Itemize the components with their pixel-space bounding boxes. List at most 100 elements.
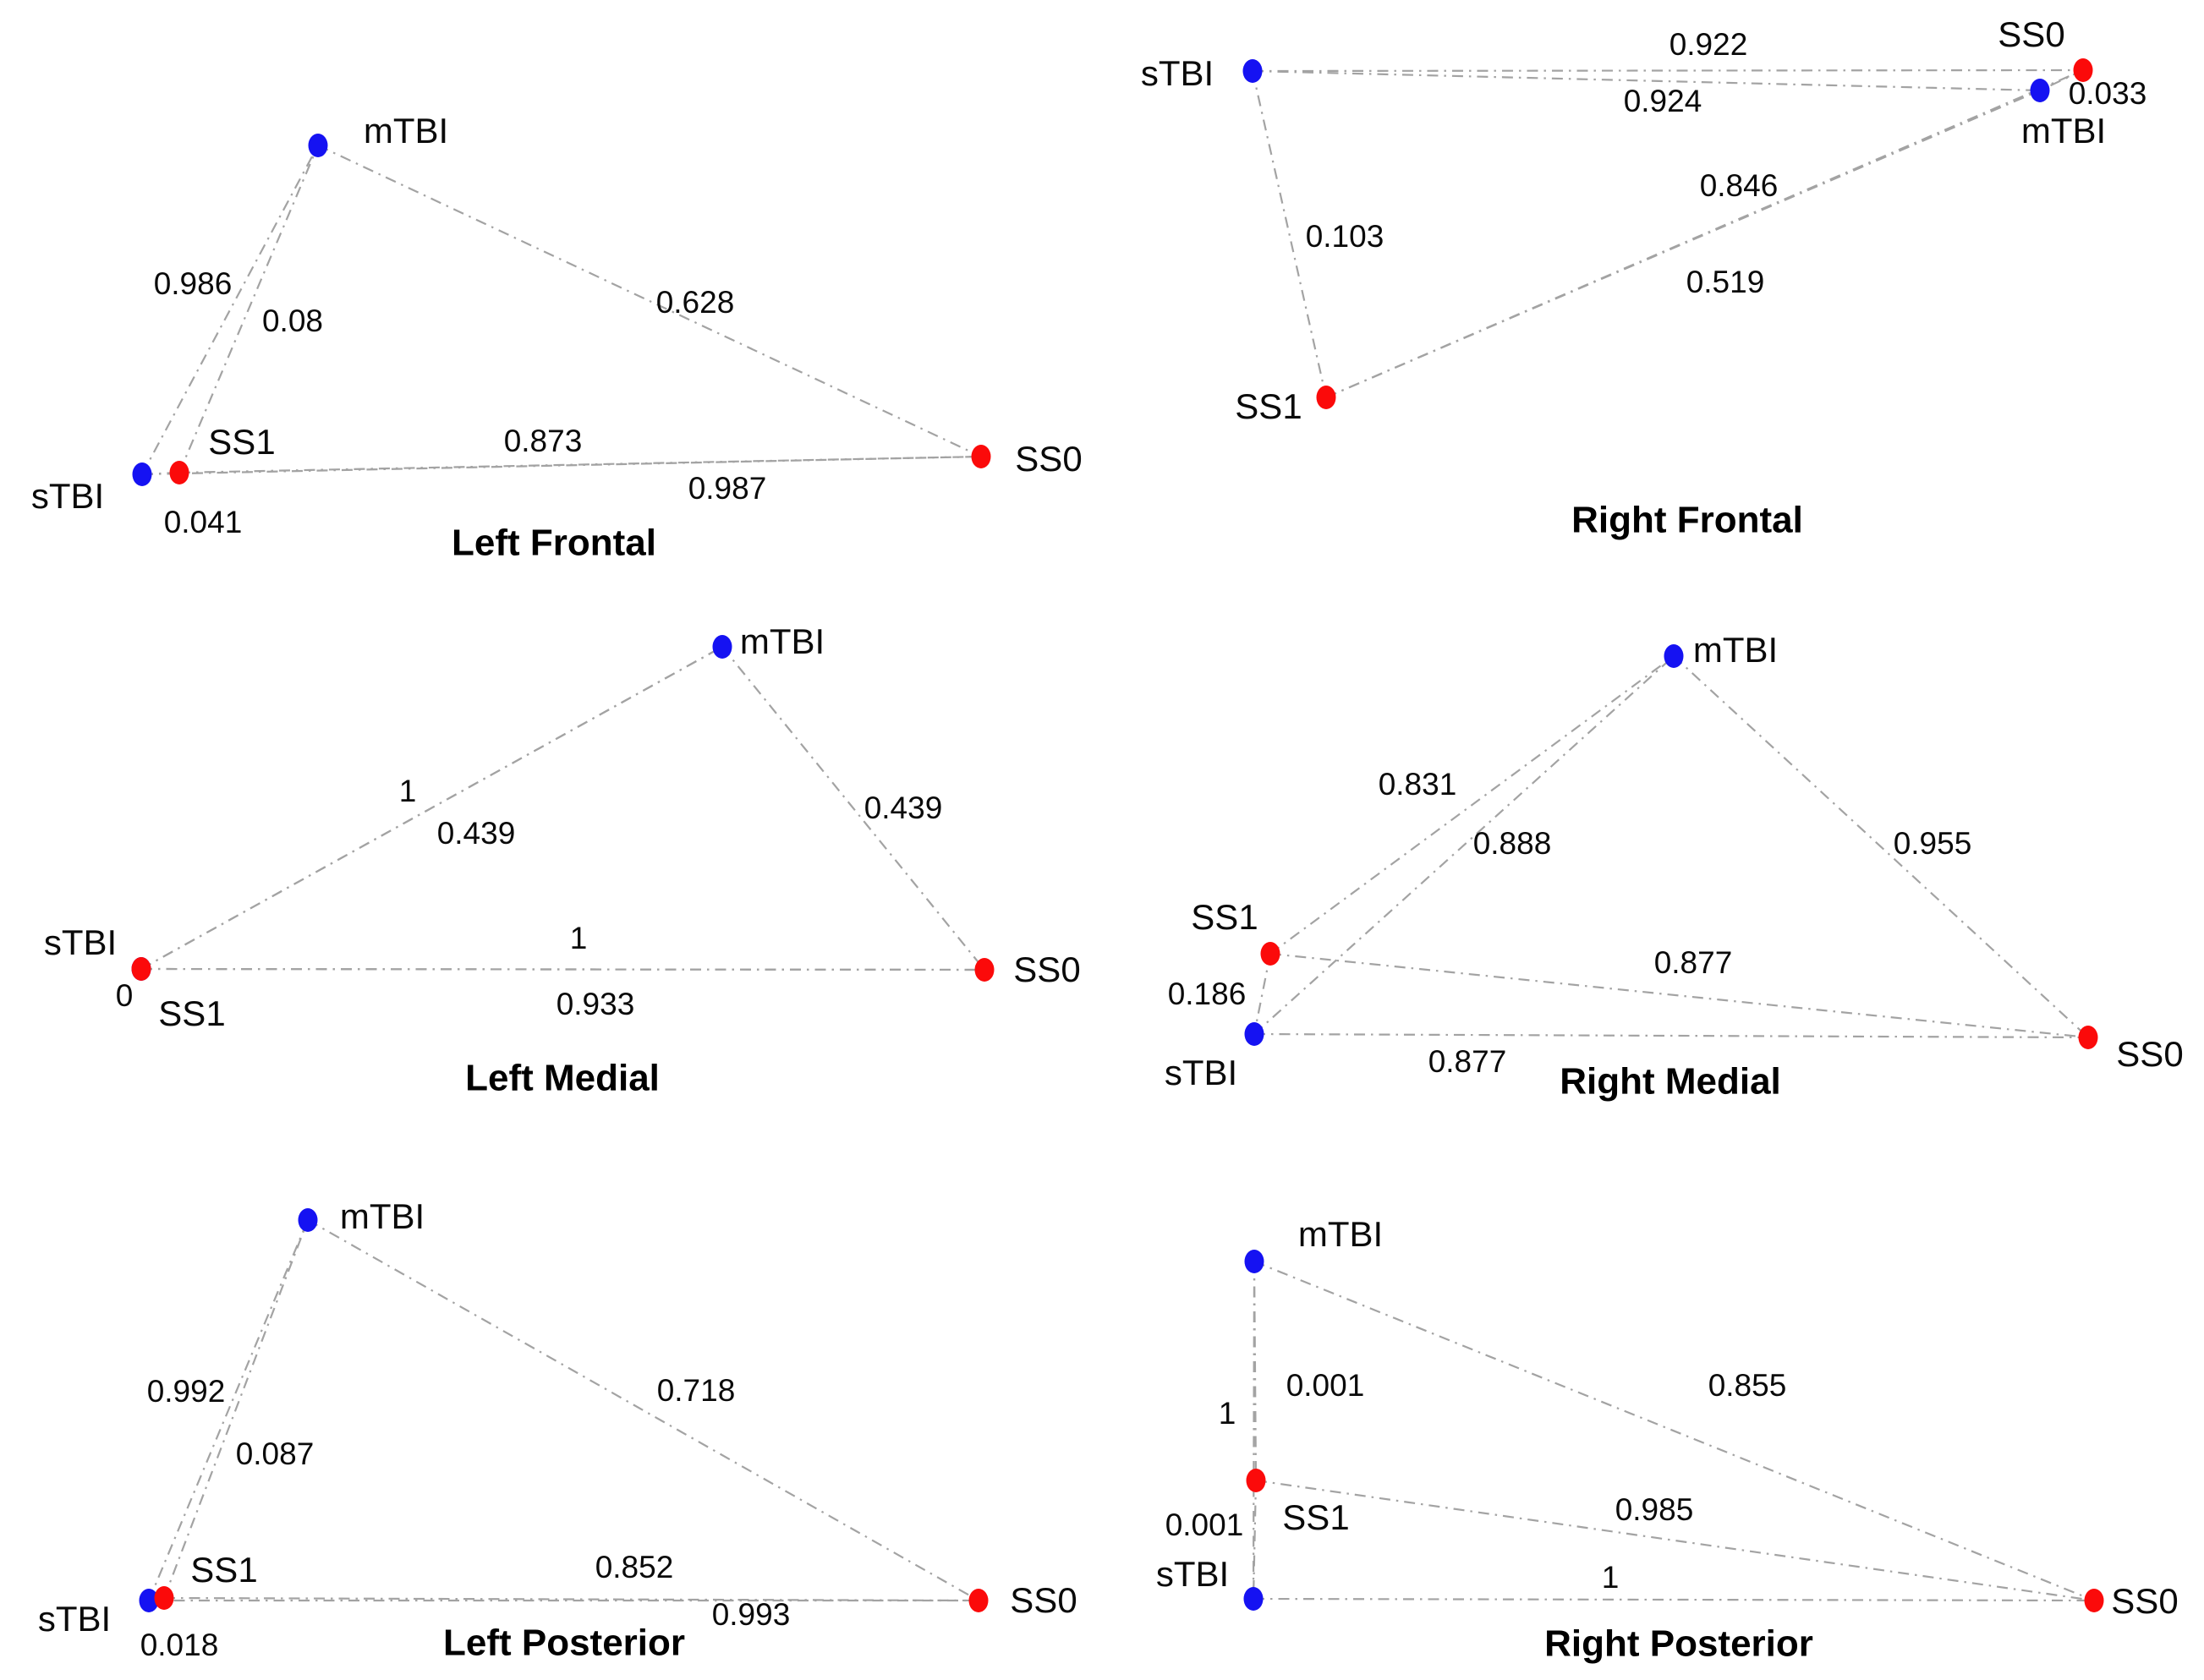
right-frontal-edge-label-SS1-SS0: 0.846 [1700,168,1779,203]
left-posterior-edge-mTBI-SS0 [307,1219,979,1601]
left-medial-edge-label-sTBI-mTBI: 1 [399,774,417,808]
left-frontal-edge-SS1-SS0 [178,455,982,474]
right-posterior-node-label-sTBI: sTBI [1156,1554,1229,1594]
left-medial-node-mTBI [712,635,732,659]
left-frontal-edge-label-SS1-mTBI: 0.08 [262,304,323,338]
right-frontal-node-mTBI [2030,79,2050,102]
right-medial-edge-mTBI-SS0 [1673,655,2089,1038]
right-posterior-edge-sTBI-SS0 [1253,1597,2095,1602]
left-medial-node-label-sTBI: sTBI [44,922,117,962]
panel-left-posterior: mTBIsTBISS1SS00.9920.0870.0180.8520.9930… [38,1196,1077,1664]
panel-right-posterior: mTBISS1sTBISS00.00110.0010.8550.9851Righ… [1156,1214,2179,1665]
left-medial-node-SS1 [131,957,151,981]
left-medial-edge-label-sTBI-SS1: 0 [116,978,134,1013]
left-frontal-edge-label-sTBI-mTBI: 0.986 [154,266,233,301]
left-posterior-edge-label-sTBI-SS1: 0.018 [140,1628,219,1662]
right-medial-title: Right Medial [1560,1061,1781,1103]
right-medial-node-SS1 [1260,942,1280,966]
right-posterior-title: Right Posterior [1544,1623,1813,1665]
left-medial-edge-mTBI-SS0 [721,646,985,971]
left-frontal-node-mTBI [308,134,328,157]
right-posterior-edge-mTBI-sTBI [1252,1261,1256,1600]
left-frontal-node-SS0 [971,445,991,468]
right-posterior-edge-label-sTBI-SS0: 1 [1602,1560,1620,1595]
right-posterior-edge-label-SS1-sTBI: 0.001 [1165,1508,1244,1542]
right-medial-edge-label-mTBI-SS0: 0.955 [1894,826,1972,861]
right-posterior-node-label-SS1: SS1 [1282,1497,1349,1537]
left-frontal-edge-mTBI-SS0 [317,145,982,457]
left-frontal-edge-label-SS1-SS0: 0.987 [688,471,767,506]
left-frontal-title: Left Frontal [452,523,656,564]
right-posterior-edge-SS1-SS0 [1255,1479,2095,1602]
right-posterior-node-SS0 [2084,1589,2104,1612]
left-frontal-edge-label-sTBI-SS0: 0.873 [504,424,583,458]
right-medial-edge-SS1-sTBI [1253,953,1272,1035]
right-posterior-edge-SS1-sTBI [1252,1480,1258,1600]
left-frontal-edge-sTBI-SS0 [141,455,982,476]
left-posterior-node-label-mTBI: mTBI [340,1196,425,1236]
left-posterior-node-label-SS1: SS1 [190,1550,257,1590]
right-medial-edge-label-SS1-SS0: 0.877 [1654,945,1733,980]
left-frontal-node-label-SS0: SS0 [1015,439,1082,479]
left-frontal-node-label-sTBI: sTBI [31,476,104,516]
left-posterior-edge-sTBI-mTBI [147,1219,310,1601]
left-posterior-node-sTBI [139,1589,159,1612]
right-frontal-edge-sTBI-SS0 [1252,68,2084,73]
left-medial-edge-label-sTBI-SS0: 1 [570,921,588,955]
right-medial-edge-label-SS1-mTBI: 0.831 [1379,767,1457,802]
left-frontal-node-SS1 [169,461,189,484]
left-posterior-edge-SS1-mTBI [162,1219,310,1599]
right-medial-edge-label-SS1-sTBI: 0.186 [1168,977,1247,1011]
right-medial-node-label-SS0: SS0 [2116,1034,2183,1074]
right-frontal-title: Right Frontal [1571,500,1803,541]
right-posterior-edge-mTBI-SS0 [1253,1260,2095,1602]
right-medial-edge-SS1-mTBI [1269,655,1675,955]
right-posterior-edge-label-mTBI-sTBI: 1 [1219,1396,1236,1431]
right-frontal-node-SS1 [1316,386,1336,409]
left-medial-edge-label-SS1-mTBI: 0.439 [437,816,516,851]
right-frontal-node-SS0 [2073,58,2093,82]
left-medial-title: Left Medial [465,1058,660,1099]
right-medial-edge-label-sTBI-SS0: 0.877 [1428,1044,1507,1079]
right-medial-node-SS0 [2078,1026,2098,1049]
left-medial-edge-label-mTBI-SS0: 0.439 [864,791,943,825]
left-posterior-node-label-sTBI: sTBI [38,1599,111,1639]
right-frontal-edge-sTBI-mTBI [1252,69,2041,92]
right-frontal-node-label-SS1: SS1 [1235,386,1302,426]
right-posterior-node-label-mTBI: mTBI [1298,1214,1383,1254]
right-frontal-node-label-mTBI: mTBI [2021,111,2106,150]
right-medial-node-label-sTBI: sTBI [1165,1053,1237,1092]
left-frontal-edge-SS1-mTBI [178,145,320,473]
right-medial-node-sTBI [1244,1022,1264,1046]
right-frontal-node-label-SS0: SS0 [1998,14,2064,54]
right-frontal-node-label-sTBI: sTBI [1141,53,1214,93]
right-frontal-edge-label-sTBI-SS0: 0.922 [1669,27,1748,62]
left-posterior-node-SS1 [154,1586,174,1610]
right-medial-node-label-SS1: SS1 [1191,897,1258,937]
left-posterior-edge-label-mTBI-SS0: 0.718 [657,1373,736,1408]
right-frontal-edge-label-SS0-mTBI: 0.033 [2069,76,2147,111]
right-posterior-node-SS1 [1246,1469,1266,1492]
right-frontal-node-sTBI [1242,59,1263,83]
right-frontal-edge-label-SS1-mTBI: 0.519 [1686,265,1765,299]
right-medial-edge-sTBI-SS0 [1253,1032,2089,1039]
left-frontal-edge-label-sTBI-SS1: 0.041 [164,505,243,539]
left-medial-node-label-SS1: SS1 [158,993,225,1033]
right-frontal-edge-label-sTBI-SS1: 0.103 [1306,219,1384,254]
left-posterior-node-label-SS0: SS0 [1010,1580,1077,1620]
left-medial-node-label-mTBI: mTBI [740,621,825,661]
left-posterior-edge-label-SS1-SS0: 0.993 [712,1597,791,1632]
right-posterior-edge-label-SS1-SS0: 0.985 [1615,1492,1694,1527]
right-medial-node-mTBI [1664,644,1684,668]
left-medial-node-SS0 [974,958,995,982]
left-frontal-node-label-SS1: SS1 [208,422,275,462]
left-frontal-edge-label-mTBI-SS0: 0.628 [656,285,735,320]
left-medial-edge-label-SS1-SS0: 0.933 [556,987,635,1021]
left-medial-edge-SS1-mTBI [140,646,723,970]
